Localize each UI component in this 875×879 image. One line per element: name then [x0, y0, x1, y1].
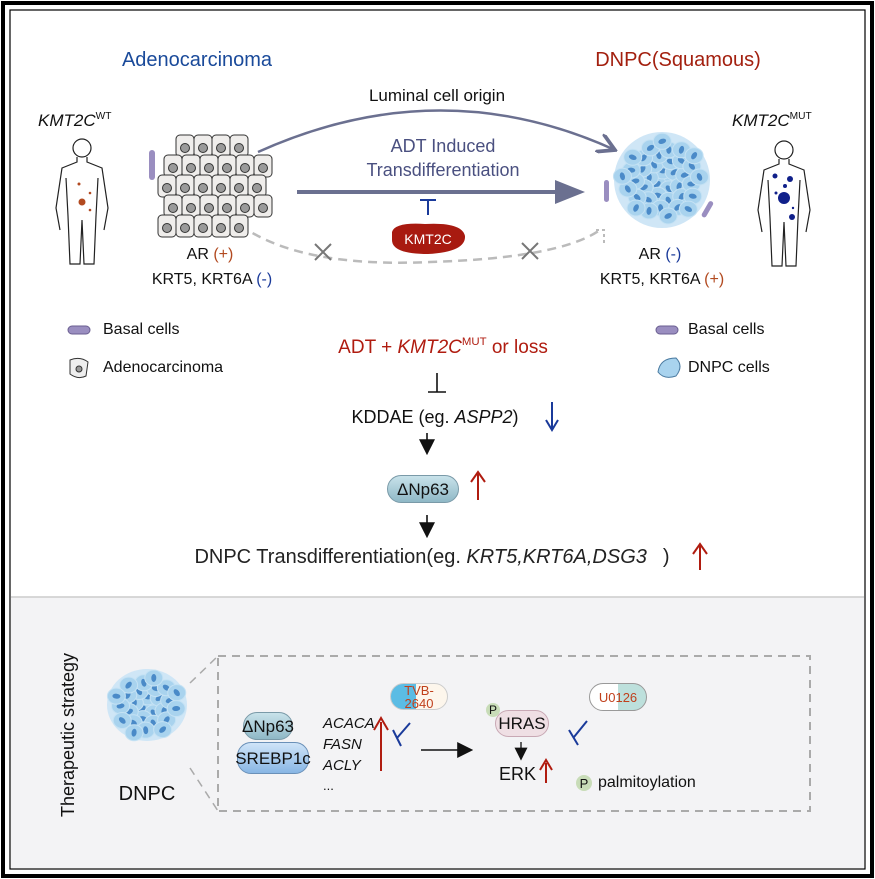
u0126-drug: U0126 [589, 683, 647, 711]
legend-adenocarcinoma: Adenocarcinoma [103, 359, 224, 376]
cross-icon [314, 243, 332, 261]
dnpc-cluster-small-icon [106, 669, 187, 742]
blocked-path [239, 223, 601, 264]
kmt2c-wt-label: KMT2CWT [38, 111, 112, 131]
tvb2640-drug: TVB-2640 [390, 683, 448, 710]
right-krt: KRT5, KRT6A (+) [599, 271, 725, 288]
palmitoylation-label: palmitoylation [598, 774, 696, 791]
therapeutic-strategy-label: Therapeutic strategy [58, 652, 78, 818]
srebp1c-pill: SREBP1c [235, 742, 311, 774]
kmt2c-mut-label: KMT2CMUT [732, 111, 812, 131]
therapy-box [217, 655, 811, 812]
dnpc-transdiff-label: DNPC Transdifferentiation(eg. KRT5,KRT6A… [194, 546, 670, 568]
left-ar: AR (+) [186, 246, 234, 263]
dnp63-pill: ΔNp63 [242, 712, 294, 740]
human-wt-icon [55, 138, 109, 265]
hras-pill: HRAS [495, 710, 549, 737]
cross-icon [521, 242, 539, 260]
inhibit-icon [392, 722, 411, 747]
legend-basal-right: Basal cells [688, 321, 765, 338]
legend-dnpc: DNPC cells [688, 359, 770, 376]
human-mut-icon [757, 140, 811, 267]
adt-kmt2c-label: ADT + KMT2CMUT or loss [338, 336, 548, 358]
gene-more: ... [323, 778, 334, 793]
right-ar: AR (-) [638, 246, 682, 263]
inhibit-icon [568, 720, 588, 746]
dnpc-cell-icon [657, 357, 681, 378]
inhibit-icon [428, 373, 446, 393]
phospho-p-icon: P [486, 703, 500, 717]
kmt2c-blob [392, 223, 466, 254]
dnpc-cluster-icon [604, 132, 714, 228]
basal-cell-icon [67, 325, 91, 335]
kmt2c-label: KMT2C [404, 231, 452, 247]
gene-acly: ACLY [323, 757, 361, 774]
adenocarcinoma-title: Adenocarcinoma [121, 49, 273, 71]
luminal-arrow [257, 109, 615, 152]
basal-cell-icon [655, 325, 679, 335]
adt-label-2: Transdifferentiation [366, 160, 520, 180]
legend-basal-left: Basal cells [103, 321, 180, 338]
adenocarcinoma-cluster-icon [149, 134, 273, 238]
erk-label: ERK [499, 764, 537, 784]
dnpc-label: DNPC [118, 783, 176, 805]
gene-acaca: ACACA [323, 715, 375, 732]
left-krt: KRT5, KRT6A (-) [151, 271, 273, 288]
adt-label-1: ADT Induced [390, 136, 496, 156]
dnp63-pill: ΔNp63 [387, 475, 459, 503]
gene-fasn: FASN [323, 736, 362, 753]
palmitoylation-p-icon: P [576, 775, 592, 791]
inhibit-icon [420, 199, 436, 215]
luminal-label: Luminal cell origin [368, 86, 506, 105]
kddae-label: KDDAE (eg. ASPP2) [351, 407, 519, 427]
dnpc-title: DNPC(Squamous) [595, 49, 761, 71]
